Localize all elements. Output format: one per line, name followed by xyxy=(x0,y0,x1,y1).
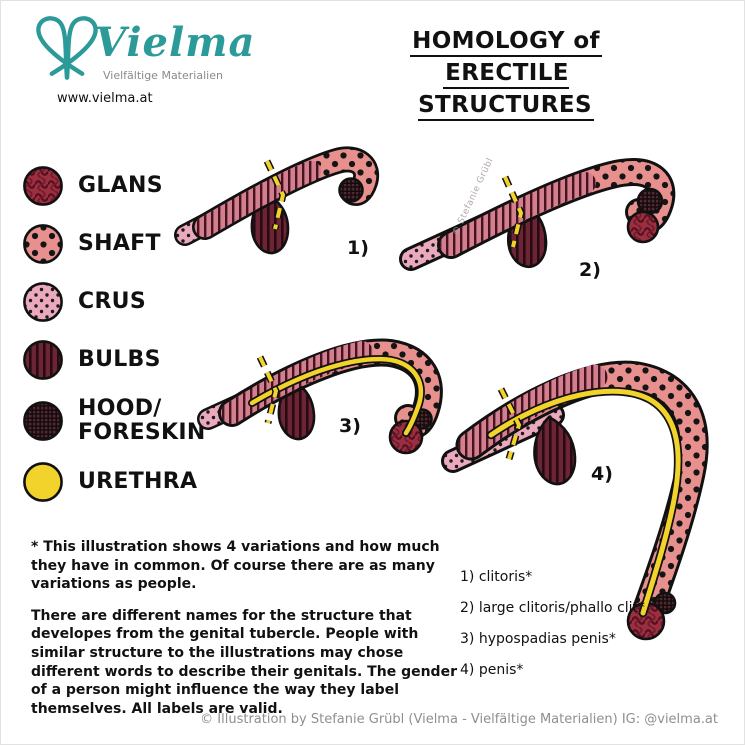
variant-label-4: 4) penis* xyxy=(460,662,524,678)
page-title-line2: ERECTILE STRUCTURES xyxy=(418,60,594,121)
legend-item-bulbs: BULBS xyxy=(22,339,206,381)
note-variations: * This illustration shows 4 variations a… xyxy=(31,539,440,593)
crus-pattern-swatch-icon xyxy=(23,282,63,322)
figure-4-illustration xyxy=(441,360,709,641)
brand-tagline: Vielfältige Materialien xyxy=(103,69,223,82)
legend-label-shaft: SHAFT xyxy=(78,231,161,257)
legend-item-hood-foreskin: HOOD/ FORESKIN xyxy=(22,397,206,445)
legend-item-crus: CRUS xyxy=(22,281,206,323)
legend-label-urethra: URETHRA xyxy=(78,468,198,494)
brand-website: www.vielma.at xyxy=(57,91,153,106)
page-title: HOMOLOGY of ERECTILE STRUCTURES xyxy=(351,25,661,121)
legend-label-glans: GLANS xyxy=(78,173,163,199)
legend-item-urethra: URETHRA xyxy=(22,461,206,503)
hood-pattern-swatch-icon xyxy=(23,400,63,441)
figure-2-number: 2) xyxy=(579,259,601,281)
legend-item-glans: GLANS xyxy=(22,165,206,207)
figure-4-number: 4) xyxy=(591,463,613,485)
figure-1-illustration xyxy=(174,146,380,255)
figure-3-illustration xyxy=(197,338,443,455)
page-title-line1: HOMOLOGY of xyxy=(410,28,602,57)
legend-label-bulbs: BULBS xyxy=(78,347,161,373)
legend-label-hood-foreskin: HOOD/ FORESKIN xyxy=(78,396,206,445)
variant-labels-list: 1) clitoris* 2) large clitoris/phallo cl… xyxy=(460,569,645,693)
variant-label-3: 3) hypospadias penis* xyxy=(460,631,616,647)
legend: GLANS SHAFT CRUS BULBS HOOD/ FORESKIN UR xyxy=(22,165,206,519)
variant-label-2: 2) large clitoris/phallo clit* xyxy=(460,600,646,616)
urethra-pattern-swatch-icon xyxy=(23,461,63,502)
figure-2-illustration xyxy=(399,158,676,271)
vielma-logo-icon xyxy=(36,16,98,80)
variant-label-1: 1) clitoris* xyxy=(460,569,533,585)
notes-block: * This illustration shows 4 variations a… xyxy=(31,538,459,718)
figure-1-number: 1) xyxy=(347,237,369,259)
brand-name: Vielma xyxy=(95,19,256,66)
legend-label-crus: CRUS xyxy=(78,289,146,315)
bulbs-pattern-swatch-icon xyxy=(23,340,63,380)
glans-pattern-swatch-icon xyxy=(23,166,63,206)
shaft-pattern-swatch-icon xyxy=(23,224,63,264)
credit-line: © Illustration by Stefanie Grübl (Vielma… xyxy=(200,712,718,727)
note-naming: There are different names for the struct… xyxy=(31,607,457,717)
legend-item-shaft: SHAFT xyxy=(22,223,206,265)
figure-3-number: 3) xyxy=(339,415,361,437)
